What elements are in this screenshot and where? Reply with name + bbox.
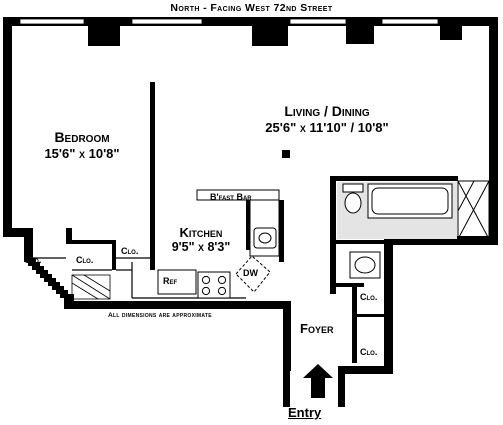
closet-label-1: Clo. xyxy=(24,255,42,265)
living-dining-dims: 25'6" x 11'10" / 10'8" xyxy=(265,120,389,135)
bfast-bar-label: B'fast Bar xyxy=(210,192,252,202)
linen-closet xyxy=(457,180,490,240)
living-dining-label: Living / Dining 25'6" x 11'10" / 10'8" xyxy=(232,104,422,134)
bath-sink xyxy=(349,251,381,279)
entry-arrow-icon xyxy=(303,364,333,398)
closet-label-5: Clo. xyxy=(360,347,378,357)
bedroom-dims: 15'6" x 10'8" xyxy=(44,146,120,161)
exterior-walls xyxy=(3,17,498,407)
closet-label-3: Clo. xyxy=(121,246,139,256)
toilet xyxy=(342,183,364,214)
interior-walls xyxy=(66,82,458,363)
kitchen-name: Kitchen xyxy=(179,225,223,240)
kitchen-dims: 9'5" x 8'3" xyxy=(171,240,231,254)
breakfast-bar xyxy=(196,189,280,201)
bedroom-label: Bedroom 15'6" x 10'8" xyxy=(22,130,142,160)
dishwasher xyxy=(235,255,271,293)
street-label: North - Facing West 72nd Street xyxy=(170,2,333,14)
bathtub xyxy=(367,183,453,219)
windows xyxy=(19,18,439,25)
bedroom-name: Bedroom xyxy=(54,129,110,145)
living-dining-name: Living / Dining xyxy=(284,103,370,119)
closet-label-2: Clo. xyxy=(76,255,94,265)
closet-label-4: Clo. xyxy=(360,292,378,302)
kitchen-label: Kitchen 9'5" x 8'3" xyxy=(156,226,246,254)
refrigerator xyxy=(157,269,197,295)
columns xyxy=(88,22,462,158)
disclaimer-label: All dimensions are approximate xyxy=(108,312,212,319)
foyer-label: Foyer xyxy=(300,321,334,336)
entry-label: Entry xyxy=(288,405,322,420)
stove xyxy=(197,271,231,299)
ref-label: Ref xyxy=(163,276,178,286)
pipe-chase xyxy=(71,274,111,300)
dw-label: DW xyxy=(243,268,258,278)
kitchen-sink xyxy=(253,227,277,249)
